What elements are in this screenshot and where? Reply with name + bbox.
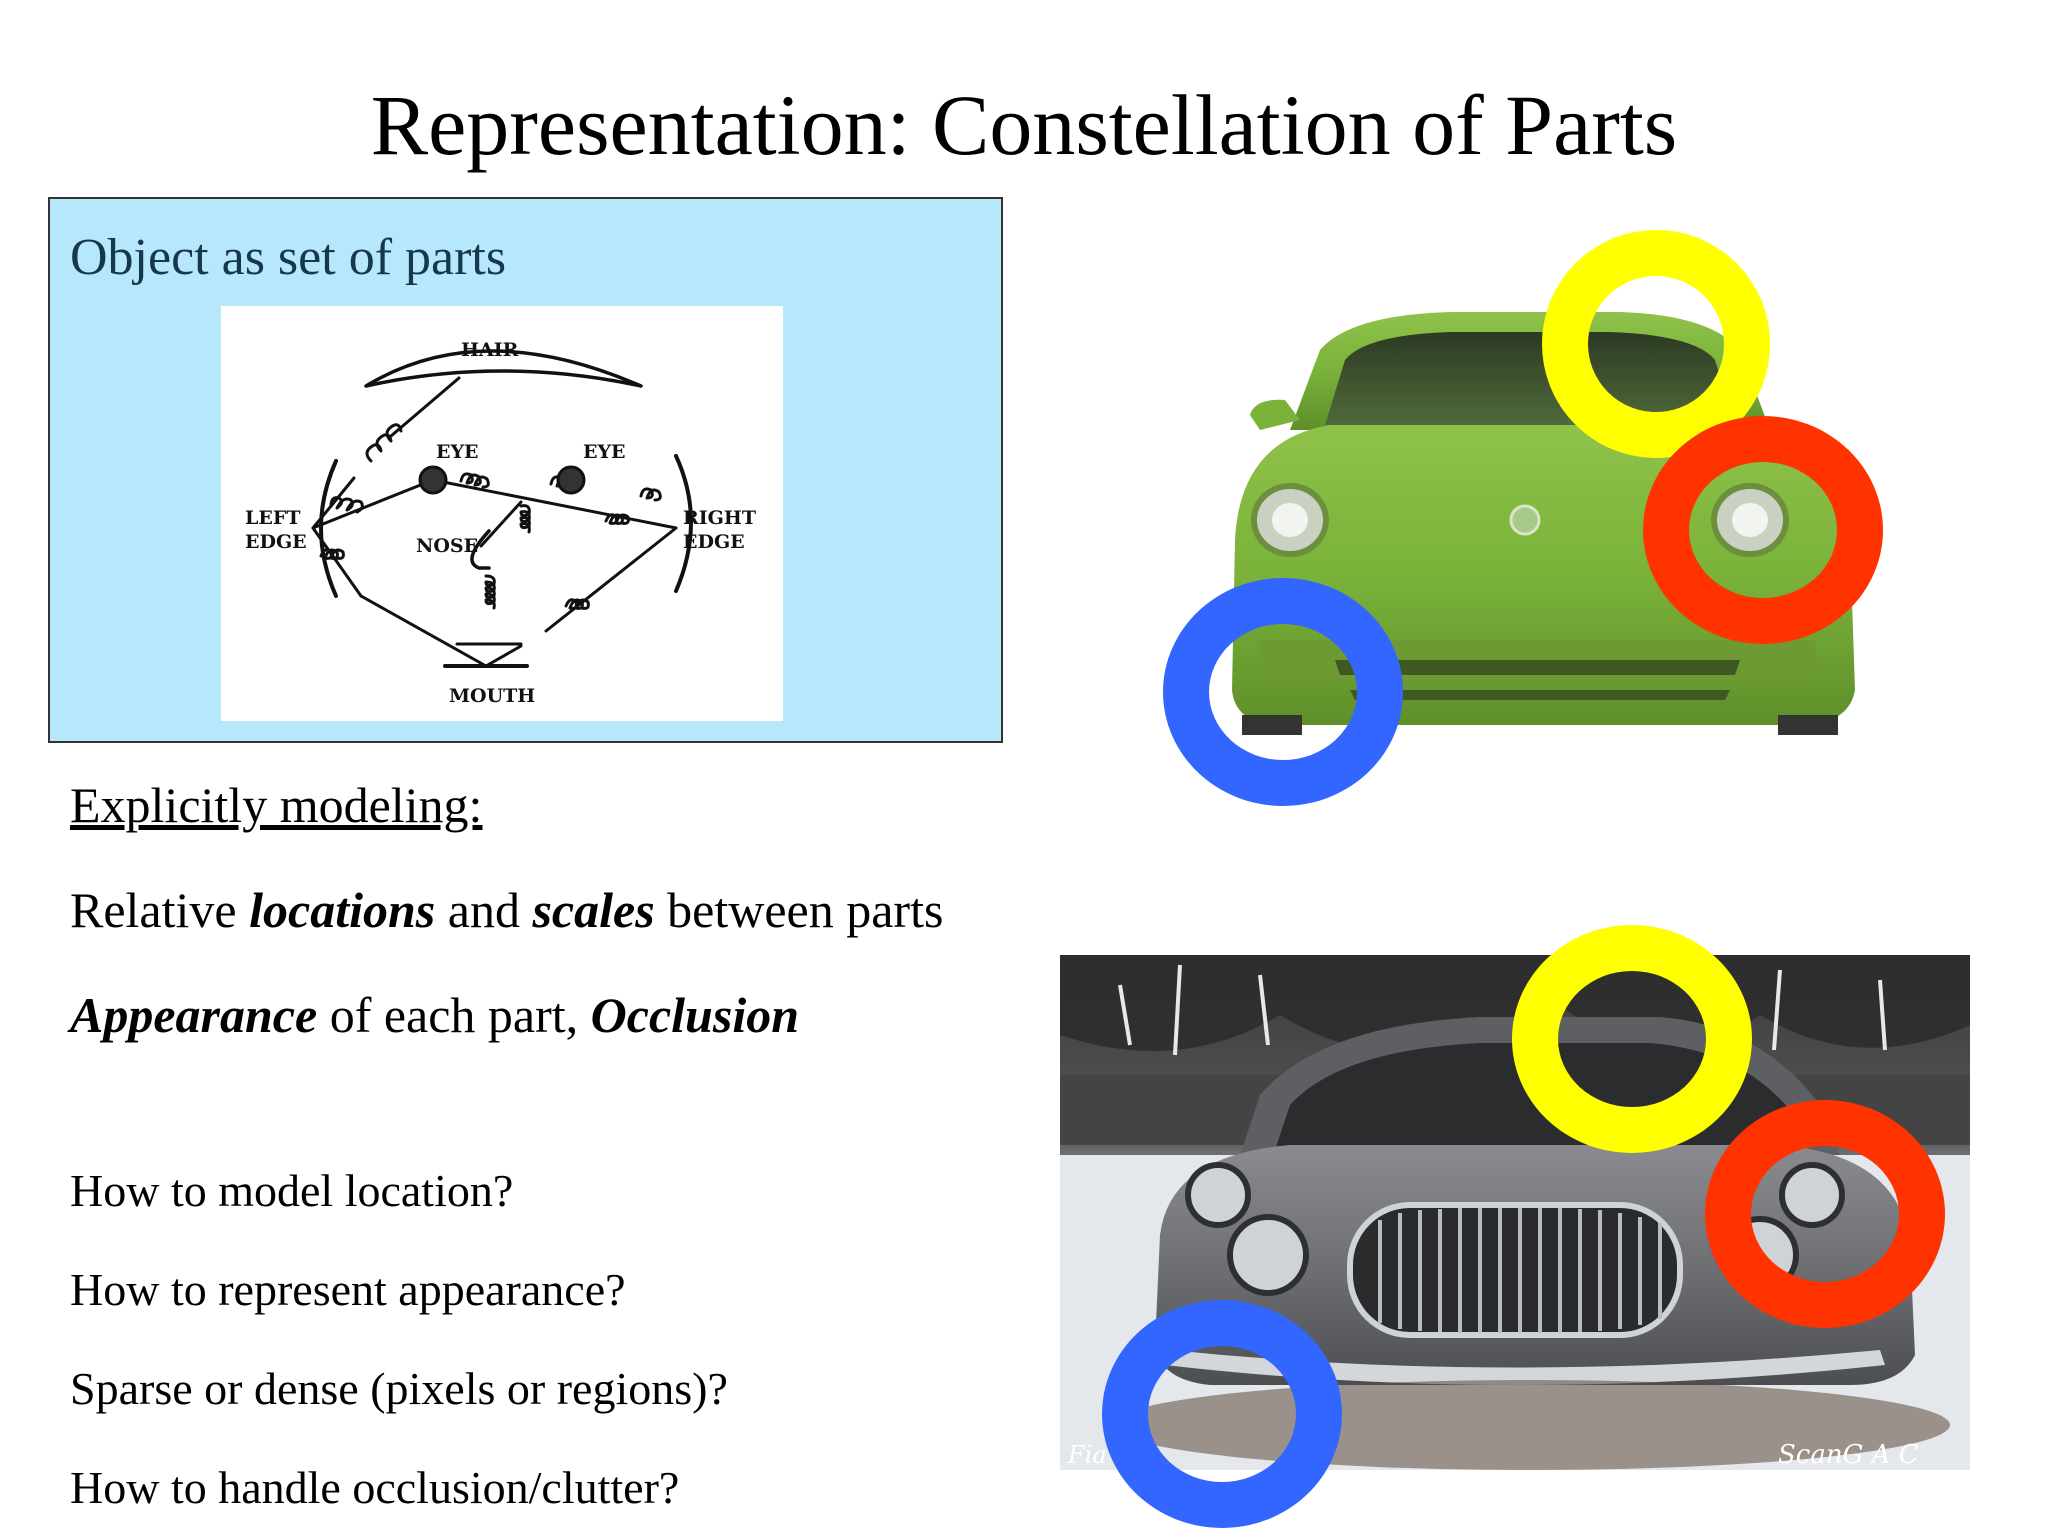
part-ring-blue-top — [1163, 578, 1403, 806]
label-right-edge-2: EDGE — [683, 531, 745, 553]
label-eye-right: EYE — [583, 441, 626, 463]
part-ring-red-bottom — [1705, 1100, 1945, 1328]
part-ring-yellow-bottom — [1512, 925, 1752, 1153]
app-bold-occlusion: Occlusion — [590, 987, 800, 1043]
label-mouth: MOUTH — [449, 685, 535, 707]
rel-text-2: and — [435, 882, 533, 938]
face-parts-diagram: HAIR EYE EYE LEFT EDGE RIGHT EDGE NOSE M… — [221, 306, 783, 721]
label-right-edge-1: RIGHT — [683, 507, 756, 529]
question-location: How to model location? — [70, 1165, 514, 1216]
label-left-edge-2: EDGE — [245, 531, 307, 553]
rel-text-3: between parts — [654, 882, 944, 938]
rel-text-1: Relative — [70, 882, 250, 938]
rel-bold-scales: scales — [532, 882, 655, 938]
watermark-right: ScanG A C — [1778, 1440, 1919, 1470]
appearance-line: Appearance of each part, Occlusion — [70, 985, 799, 1045]
watermark-left: Fia — [1067, 1441, 1107, 1469]
label-hair: HAIR — [461, 339, 519, 361]
relative-locations-line: Relative locations and scales between pa… — [70, 880, 943, 940]
explicit-heading: Explicitly modeling: — [70, 777, 483, 833]
part-ring-red-top — [1643, 416, 1883, 644]
label-eye-left: EYE — [436, 441, 479, 463]
app-text-1: of each part, — [317, 987, 591, 1043]
label-left-edge-1: LEFT — [245, 507, 300, 529]
box-heading: Object as set of parts — [70, 229, 507, 286]
part-ring-blue-bottom — [1102, 1300, 1342, 1528]
label-nose: NOSE — [416, 535, 478, 557]
question-occlusion: How to handle occlusion/clutter? — [70, 1462, 680, 1513]
app-bold-appearance: Appearance — [70, 987, 318, 1043]
question-sparse-dense: Sparse or dense (pixels or regions)? — [70, 1363, 728, 1414]
question-appearance: How to represent appearance? — [70, 1264, 626, 1315]
rel-bold-locations: locations — [249, 882, 436, 938]
slide-title: Representation: Constellation of Parts — [370, 77, 1678, 173]
